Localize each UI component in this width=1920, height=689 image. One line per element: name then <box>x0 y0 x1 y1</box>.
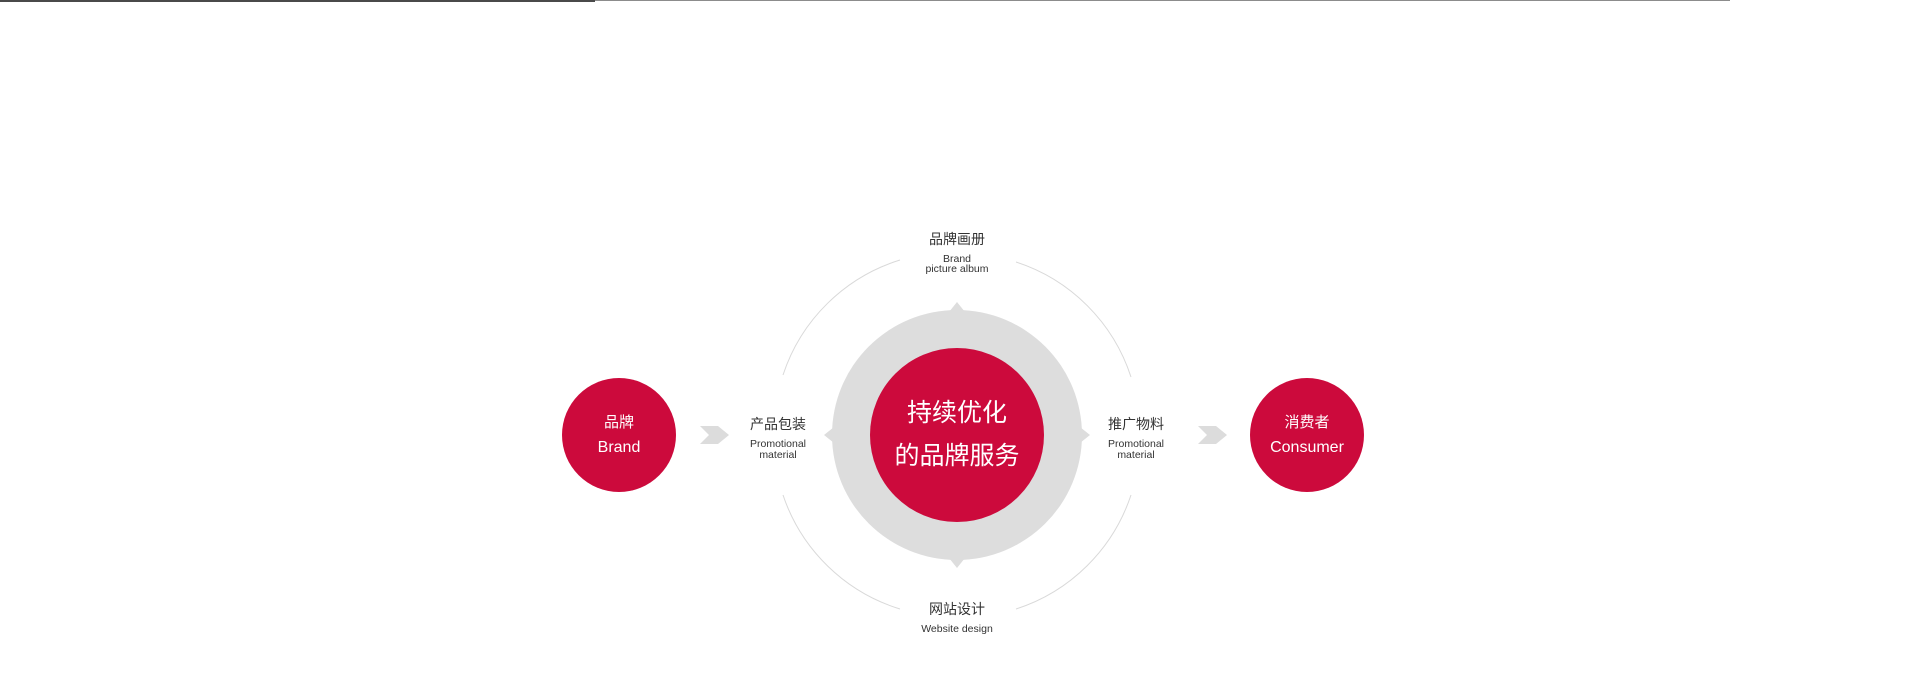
brand-label-en: Brand <box>598 439 641 456</box>
bottom-item-en-line1: Website design <box>921 623 993 635</box>
orbit-arc-top-left <box>782 259 901 376</box>
left-item-en-line1: Promotional <box>750 438 806 450</box>
orbit-arc-top-right <box>1015 261 1132 378</box>
consumer-label-cn: 消费者 <box>1284 413 1329 431</box>
left-item-en-line2: material <box>759 449 796 461</box>
center-circle <box>870 348 1044 522</box>
orbit-arcs <box>782 259 1132 610</box>
consumer-circle <box>1250 378 1364 492</box>
orbit-arc-bottom-left <box>782 494 901 610</box>
right-item-en-line1: Promotional <box>1108 438 1164 450</box>
top-divider-line <box>0 0 1730 1</box>
brand-circle <box>562 378 676 492</box>
top-item-cn: 品牌画册 <box>929 231 985 248</box>
bottom-item-cn: 网站设计 <box>929 602 985 618</box>
center-title-line1: 持续优化 <box>907 398 1007 427</box>
left-item-cn: 产品包装 <box>750 417 806 433</box>
ring-notch-left <box>824 427 834 443</box>
top-divider-accent <box>0 0 595 2</box>
brand-label-cn: 品牌 <box>604 413 634 431</box>
top-item-en-line2: picture album <box>925 263 988 275</box>
ring-notch-bottom <box>949 558 965 568</box>
ring-notch-top <box>949 302 965 312</box>
center-title-line2: 的品牌服务 <box>894 441 1019 470</box>
consumer-label-en: Consumer <box>1270 439 1344 456</box>
orbit-arc-bottom-right <box>1015 494 1132 610</box>
arrow-brand-to-center-icon <box>700 426 729 444</box>
arrow-center-to-consumer-icon <box>1198 426 1227 444</box>
ring-notch-right <box>1080 427 1090 443</box>
right-item-cn: 推广物料 <box>1108 417 1164 433</box>
right-item-en-line2: material <box>1117 449 1154 461</box>
top-item-en-line1: Brand <box>943 253 971 265</box>
